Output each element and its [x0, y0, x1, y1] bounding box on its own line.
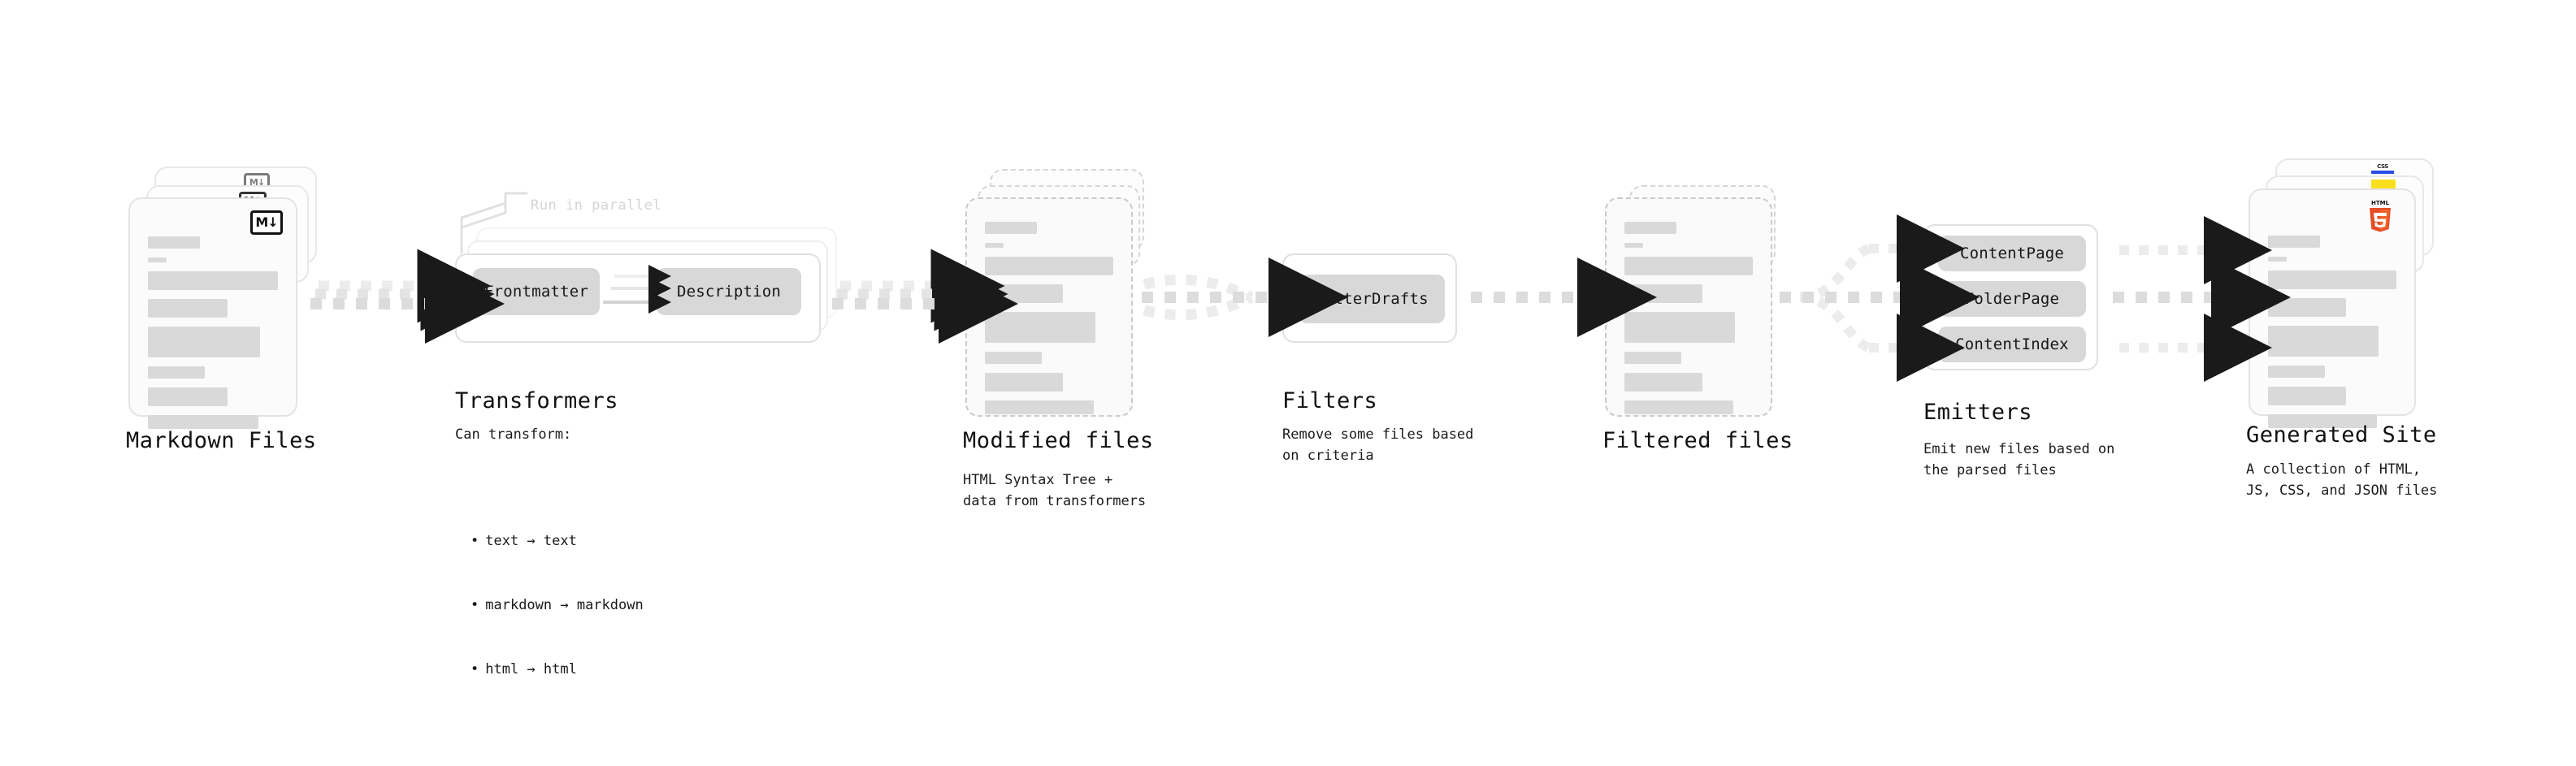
skeleton-bar [985, 373, 1064, 392]
skeleton-bar [1624, 352, 1681, 364]
skeleton-bar [1624, 222, 1676, 234]
modified-files-subtitle: HTML Syntax Tree + data from transformer… [963, 472, 1147, 510]
modified-file-skeleton [985, 222, 1113, 423]
stage-title-generated-site: Generated Site [2246, 422, 2437, 448]
skeleton-bar [148, 299, 228, 318]
skeleton-bar [985, 352, 1042, 364]
skeleton-bar [1624, 400, 1734, 414]
generated-file-skeleton [2268, 236, 2396, 437]
emitters-subtitle: Emit new files based on the parsed files [1923, 441, 2115, 479]
css-icon-label: CSS [2377, 163, 2388, 170]
transformers-subtitle: Can transform: [455, 426, 572, 443]
skeleton-bar [1624, 284, 1703, 303]
filter-chip-filterdrafts[interactable]: FilterDrafts [1299, 275, 1445, 323]
skeleton-bar [2268, 257, 2287, 262]
transformers-bullet: text → text [471, 530, 644, 552]
emitter-chip-folderpage[interactable]: FolderPage [1938, 281, 2086, 317]
arrow-transformers-to-modified [832, 249, 1018, 344]
filters-box: FilterDrafts [1282, 253, 1457, 343]
skeleton-bar [1624, 257, 1753, 275]
skeleton-bar [985, 284, 1064, 303]
skeleton-bar [1624, 312, 1735, 343]
arrow-filtered-to-emitters [1780, 214, 1980, 382]
transformer-chip-frontmatter[interactable]: Frontmatter [473, 268, 600, 315]
skeleton-bar [1624, 243, 1643, 248]
arrow-emitters-to-site [2113, 216, 2291, 382]
svg-text:HTML: HTML [2371, 200, 2390, 206]
transformers-bullet-list: text → text markdown → markdown html → h… [457, 445, 644, 766]
html5-icon-svg: HTML [2370, 200, 2391, 232]
skeleton-bar [1624, 373, 1703, 392]
transformers-box: Frontmatter Description [455, 253, 821, 343]
css-icon: CSS [2371, 162, 2394, 174]
skeleton-bar [985, 222, 1037, 234]
pipeline-diagram: M↓ M↓ M↓ Markdown Files Run in parallel [0, 0, 2576, 681]
markdown-file-card: M↓ [128, 197, 297, 429]
emitter-chip-contentpage[interactable]: ContentPage [1938, 236, 2086, 271]
arrow-modified-to-filters [1142, 257, 1348, 337]
generated-file-card: HTML [2249, 188, 2416, 428]
skeleton-bar [148, 327, 260, 357]
skeleton-bar [2268, 366, 2325, 378]
skeleton-bar [148, 257, 167, 262]
markdown-icon: M↓ [250, 210, 283, 235]
run-in-parallel-note: Run in parallel [531, 197, 662, 214]
arrow-markdown-to-transformers [310, 249, 505, 344]
css-icon-rule [2371, 171, 2394, 174]
filtered-file-card [1605, 197, 1772, 417]
stage-title-transformers: Transformers [455, 388, 619, 413]
transformers-bullet: html → html [471, 659, 644, 680]
generated-site-subtitle: A collection of HTML, JS, CSS, and JSON … [2246, 461, 2438, 500]
stage-title-markdown-files: Markdown Files [126, 428, 317, 453]
html5-icon: HTML [2366, 198, 2394, 232]
emitters-box: ContentPage FolderPage ContentIndex [1923, 224, 2098, 370]
modified-file-card [965, 197, 1133, 417]
skeleton-bar [985, 257, 1113, 275]
skeleton-bar [148, 366, 206, 379]
skeleton-bar [2268, 387, 2347, 405]
stage-title-modified-files: Modified files [963, 428, 1154, 453]
skeleton-bar [985, 312, 1095, 343]
skeleton-bar [2268, 298, 2347, 317]
emitter-chip-contentindex[interactable]: ContentIndex [1938, 327, 2086, 362]
skeleton-bar [2268, 236, 2320, 248]
skeleton-bar [148, 271, 278, 290]
skeleton-bar [148, 387, 228, 406]
skeleton-bar [985, 243, 1004, 248]
skeleton-bar [148, 415, 258, 429]
skeleton-bar [985, 400, 1095, 414]
stage-title-emitters: Emitters [1923, 400, 2033, 425]
skeleton-bar [2268, 414, 2378, 428]
filters-subtitle: Remove some files based on criteria [1282, 426, 1474, 465]
transformer-chip-description[interactable]: Description [657, 268, 801, 315]
skeleton-bar [2268, 270, 2396, 289]
markdown-file-skeleton [148, 236, 278, 438]
skeleton-bar [148, 236, 200, 249]
stage-title-filtered-files: Filtered files [1602, 428, 1793, 453]
transformers-bullet: markdown → markdown [471, 595, 643, 616]
skeleton-bar [2268, 326, 2379, 357]
filtered-file-skeleton [1624, 222, 1753, 423]
stage-title-filters: Filters [1282, 388, 1378, 413]
